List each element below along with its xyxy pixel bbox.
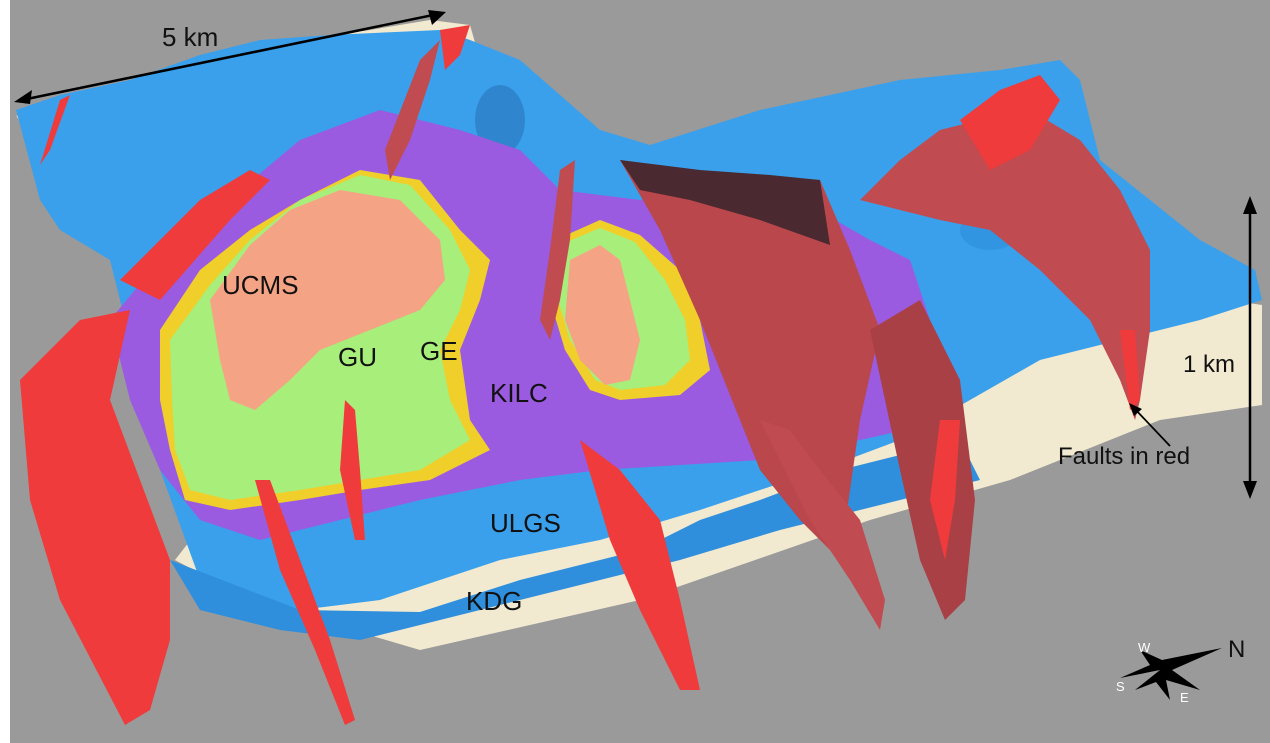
- unit-label-ge: GE: [420, 336, 458, 366]
- fault-plane: [870, 300, 975, 620]
- fault-annotation-label: Faults in red: [1058, 443, 1190, 470]
- unit-label-kdg: KDG: [466, 586, 522, 616]
- fault-plane: [40, 95, 70, 165]
- unit-label-gu: GU: [338, 342, 377, 372]
- compass-s: S: [1116, 679, 1125, 694]
- fault-plane: [340, 400, 365, 540]
- horizontal-scale-label: 5 km: [162, 22, 218, 52]
- shadow-depression: [475, 85, 525, 155]
- fault-plane: [860, 110, 1150, 420]
- compass-rose-icon: [1120, 648, 1222, 700]
- fault-plane: [580, 440, 700, 690]
- unit-label-kilc: KILC: [490, 378, 548, 408]
- left-margin: [0, 0, 10, 743]
- fault-plane: [960, 75, 1060, 170]
- compass-w: W: [1138, 640, 1151, 655]
- compass-n: N: [1228, 636, 1245, 663]
- ucms-layer-surface: [210, 190, 445, 410]
- fault-plane: [20, 310, 170, 725]
- fault-plane: [620, 160, 880, 560]
- fault-plane: [1120, 330, 1140, 410]
- unit-label-ulgs: ULGS: [490, 508, 561, 538]
- vertical-scale-bar: [1243, 196, 1257, 499]
- fault-plane: [620, 160, 830, 245]
- fault-plane: [930, 420, 960, 560]
- fault-plane: [440, 25, 470, 70]
- fault-plane: [255, 480, 355, 725]
- fault-plane: [540, 160, 575, 340]
- ucms-layer-surface-east: [565, 245, 640, 385]
- fault-plane: [120, 170, 270, 300]
- horizontal-scale-bar: [14, 10, 446, 104]
- unit-label-ucms: UCMS: [222, 270, 299, 300]
- compass-e: E: [1180, 690, 1189, 705]
- fault-plane: [385, 40, 440, 180]
- vertical-scale-label: 1 km: [1183, 351, 1235, 378]
- fault-annotation-arrow: [1129, 403, 1171, 447]
- fault-plane: [760, 420, 885, 630]
